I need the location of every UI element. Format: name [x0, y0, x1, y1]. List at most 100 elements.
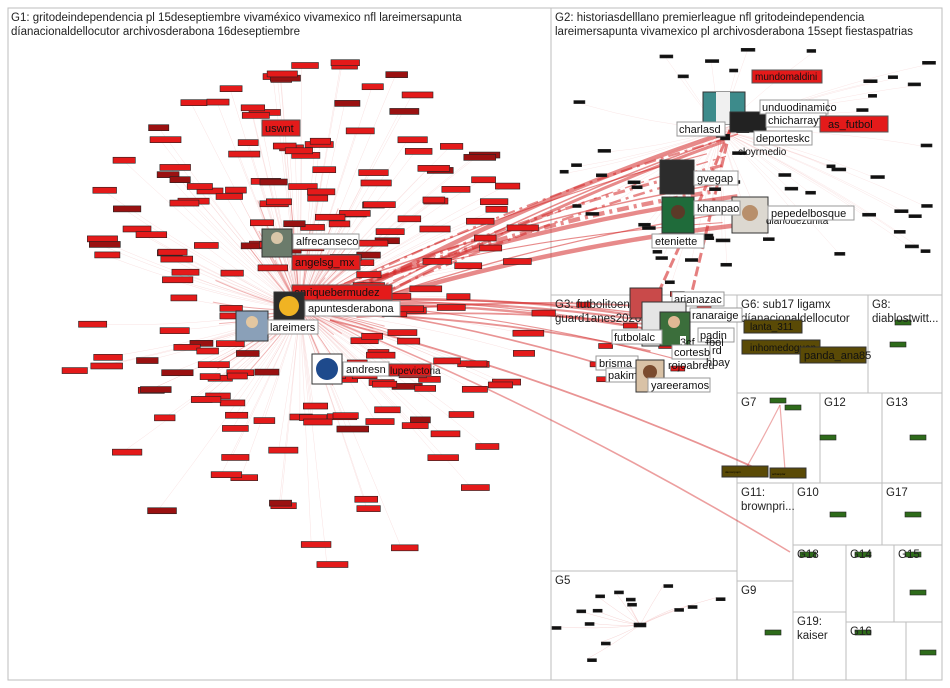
small-group-node[interactable]	[909, 434, 927, 441]
node-angelsg-mx[interactable]	[291, 254, 361, 271]
g2-node[interactable]	[659, 54, 674, 59]
g1-node[interactable]	[92, 186, 117, 194]
g5-node[interactable]	[587, 658, 597, 662]
g1-node[interactable]	[401, 422, 429, 429]
g1-node[interactable]	[93, 354, 123, 361]
g5-node[interactable]	[663, 584, 674, 588]
g1-node[interactable]	[215, 193, 243, 200]
node-as-futbol[interactable]	[819, 115, 889, 133]
g1-node[interactable]	[485, 205, 508, 213]
g1-node[interactable]	[257, 264, 289, 272]
g1-node[interactable]	[404, 148, 433, 155]
g5-node[interactable]	[614, 590, 624, 595]
g1-node[interactable]	[401, 91, 434, 99]
g1-node[interactable]	[272, 142, 297, 150]
g1-node[interactable]	[366, 351, 396, 359]
g2-node[interactable]	[856, 108, 869, 112]
g1-node[interactable]	[227, 372, 248, 380]
g1-node[interactable]	[283, 220, 306, 228]
g1-node[interactable]	[87, 235, 118, 243]
g1-node[interactable]	[356, 505, 381, 512]
g1-node[interactable]	[461, 385, 488, 393]
g5-center[interactable]	[633, 622, 647, 628]
g1-node[interactable]	[90, 362, 123, 370]
g1-node[interactable]	[475, 443, 500, 450]
g2-node[interactable]	[805, 190, 816, 195]
g1-node[interactable]	[170, 294, 198, 302]
g2-node[interactable]	[806, 49, 817, 53]
g1-node[interactable]	[112, 448, 143, 456]
g1-node[interactable]	[149, 136, 182, 143]
g1-node[interactable]	[159, 164, 191, 171]
node-mundomaldini[interactable]	[751, 69, 823, 84]
g1-node[interactable]	[288, 183, 318, 190]
g1-node[interactable]	[365, 418, 395, 425]
g1-node[interactable]	[328, 220, 351, 228]
node-lupevictoria[interactable]	[388, 363, 432, 377]
g2-node[interactable]	[863, 79, 878, 83]
g2-node[interactable]	[705, 59, 720, 63]
g1-node[interactable]	[309, 137, 331, 145]
g2-node[interactable]	[921, 204, 933, 208]
g2-node[interactable]	[720, 136, 731, 141]
g1-node[interactable]	[157, 248, 188, 256]
g2-node[interactable]	[685, 258, 698, 262]
g1-node[interactable]	[300, 541, 332, 548]
g1-node[interactable]	[148, 124, 170, 132]
g2-node[interactable]	[922, 61, 936, 65]
g5-node[interactable]	[600, 641, 611, 646]
g1-node[interactable]	[441, 186, 471, 193]
g2-node[interactable]	[894, 209, 909, 213]
g1-node[interactable]	[254, 368, 280, 376]
g1-node[interactable]	[171, 268, 200, 276]
g1-node[interactable]	[78, 320, 108, 328]
g1-node[interactable]	[225, 186, 247, 194]
small-group-node[interactable]	[889, 341, 907, 348]
g1-node[interactable]	[194, 242, 219, 249]
g2-node[interactable]	[907, 82, 921, 87]
g1-node[interactable]	[461, 484, 490, 491]
g1-node[interactable]	[154, 414, 176, 422]
g1-node[interactable]	[503, 258, 532, 265]
g1-node[interactable]	[433, 357, 461, 365]
g1-node[interactable]	[471, 176, 496, 184]
g1-node[interactable]	[112, 156, 136, 164]
g1-node[interactable]	[161, 369, 194, 377]
g1-node[interactable]	[334, 100, 361, 107]
g1-node[interactable]	[237, 139, 259, 146]
g2-node[interactable]	[732, 151, 747, 155]
g1-node[interactable]	[354, 495, 378, 503]
g2-node[interactable]	[763, 237, 775, 241]
g5-node[interactable]	[627, 602, 637, 607]
g1-node[interactable]	[363, 201, 396, 208]
g2-node[interactable]	[652, 250, 663, 254]
g1-node[interactable]	[284, 147, 313, 155]
g2-node[interactable]	[784, 186, 799, 191]
g2-node[interactable]	[729, 68, 739, 73]
avatar-gvegap[interactable]	[659, 159, 695, 195]
g2-node[interactable]	[715, 238, 731, 243]
g2-node[interactable]	[887, 75, 898, 79]
g2-node[interactable]	[826, 164, 836, 169]
g2-node[interactable]	[920, 143, 933, 148]
g1-node[interactable]	[156, 171, 180, 178]
g5-node[interactable]	[674, 608, 684, 612]
g1-node[interactable]	[189, 340, 214, 347]
g1-node[interactable]	[219, 305, 243, 312]
g1-node[interactable]	[136, 357, 159, 364]
g1-node[interactable]	[169, 176, 191, 183]
g5-node[interactable]	[687, 605, 698, 609]
g1-node[interactable]	[186, 183, 213, 190]
g2-node[interactable]	[642, 226, 656, 230]
g1-node[interactable]	[113, 205, 142, 213]
g1-node[interactable]	[259, 178, 288, 186]
g2-node[interactable]	[559, 169, 569, 174]
g1-node[interactable]	[303, 402, 329, 410]
small-group-node[interactable]	[919, 649, 937, 656]
small-group-node[interactable]	[904, 511, 922, 518]
g1-node[interactable]	[446, 293, 471, 300]
g1-node[interactable]	[253, 417, 276, 424]
g1-node[interactable]	[196, 347, 219, 355]
g5-node[interactable]	[551, 626, 562, 630]
small-group-node[interactable]	[784, 404, 802, 411]
